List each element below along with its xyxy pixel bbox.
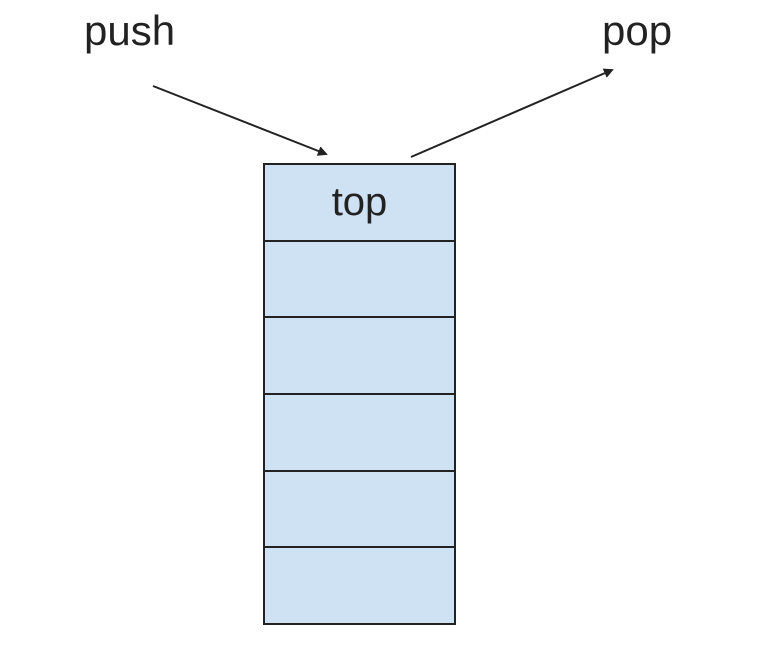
stack-cell: [265, 242, 454, 319]
stack: top: [263, 163, 456, 625]
push-arrow: [152, 85, 328, 156]
stack-cell: [265, 548, 454, 623]
push-label: push: [84, 7, 176, 54]
stack-cell-top: top: [265, 165, 454, 242]
stack-cell: [265, 472, 454, 549]
pop-arrow: [410, 68, 614, 158]
stack-cell: [265, 318, 454, 396]
stack-cell: [265, 395, 454, 472]
pop-label: pop: [602, 7, 673, 54]
